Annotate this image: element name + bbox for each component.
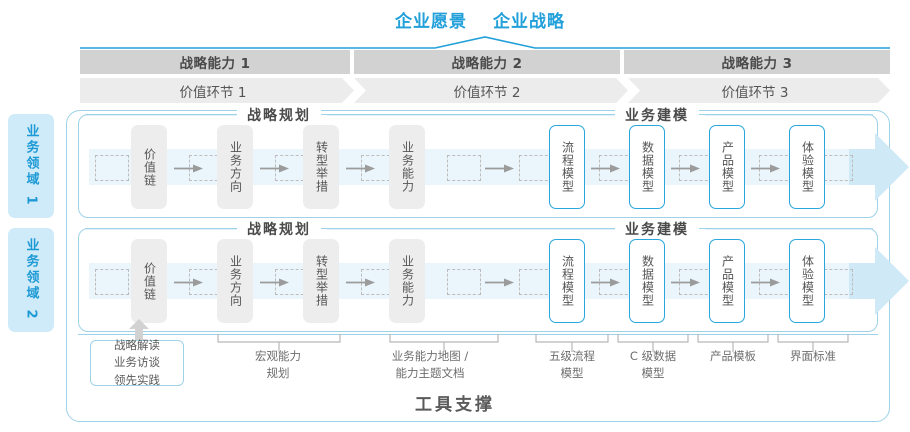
tool-label-3: 五级流程 模型 bbox=[549, 349, 595, 380]
flow-arrow-icon-1-1 bbox=[174, 164, 203, 173]
tool-label-5: 产品模板 bbox=[710, 349, 756, 363]
tool-box-line-2: 业务访谈 bbox=[114, 355, 160, 370]
value-chain-cell-1: 价值环节 1 bbox=[80, 78, 354, 103]
tool-label-2: 业务能力地图 / 能力主题文档 bbox=[391, 349, 469, 380]
flow-arrow-icon-1-4 bbox=[485, 164, 514, 173]
flow-box-1-7[interactable]: 产品模型 bbox=[709, 125, 745, 209]
flow-arrow-icon-1-6 bbox=[671, 164, 700, 173]
domain-label-1-text: 业务领域 1 bbox=[23, 124, 39, 208]
domain-label-1: 业务领域 1 bbox=[8, 114, 54, 218]
flow-placeholder-e-1 bbox=[519, 155, 553, 181]
flow-arrow-icon-2-7 bbox=[751, 278, 780, 287]
vision-connector-line bbox=[80, 36, 890, 49]
flow-box-1-2[interactable]: 业务方向 bbox=[217, 125, 253, 209]
flow-box-2-4[interactable]: 业务能力 bbox=[389, 239, 425, 323]
tool-section-divider bbox=[78, 334, 878, 336]
flow-arrow-icon-1-2 bbox=[260, 164, 289, 173]
flow-box-1-3[interactable]: 转型举措 bbox=[303, 125, 339, 209]
section-title-modeling-2: 业务建模 bbox=[615, 219, 699, 239]
flow-placeholder-d-1 bbox=[447, 155, 481, 181]
domain-label-2: 业务领域 2 bbox=[8, 228, 54, 332]
section-rule-mid-1 bbox=[327, 114, 615, 116]
flow-box-2-6[interactable]: 数据模型 bbox=[629, 239, 665, 323]
flow-arrow-icon-2-6 bbox=[671, 278, 700, 287]
flow-strip-2: 价值链 业务方向 转型举措 业务能力 流程模型 数据模型 产品模型 体验模型 bbox=[79, 239, 909, 323]
value-chain-label-2: 价值环节 2 bbox=[453, 84, 521, 101]
vision-title-2: 企业战略 bbox=[493, 11, 565, 32]
section-rule-mid-2 bbox=[327, 228, 615, 230]
tool-box-line-3: 领先实践 bbox=[114, 372, 160, 387]
tool-box-strategy[interactable]: 战略解读 业务访谈 领先实践 bbox=[90, 338, 184, 387]
section-rule-right-1 bbox=[705, 114, 873, 116]
section-rule-right-2 bbox=[705, 228, 873, 230]
section-rule-left-1 bbox=[85, 114, 237, 116]
capability-cell-3: 战略能力 3 bbox=[624, 50, 890, 74]
flow-box-2-3[interactable]: 转型举措 bbox=[303, 239, 339, 323]
domain-label-2-text: 业务领域 2 bbox=[23, 238, 39, 322]
section-title-strategy-1: 战略规划 bbox=[237, 105, 321, 125]
flow-box-2-1[interactable]: 价值链 bbox=[131, 239, 167, 323]
vision-titles: 企业愿景 企业战略 bbox=[330, 5, 630, 33]
flow-box-1-1[interactable]: 价值链 bbox=[131, 125, 167, 209]
domain-band-2: 战略规划 业务建模 价值链 业务方向 转型举措 业务能力 流程模型 数据模型 产… bbox=[78, 219, 909, 332]
flow-strip-1: 价值链 业务方向 转型举措 业务能力 流程模型 数据模型 产品模型 体验模型 bbox=[79, 125, 909, 209]
tool-box-line-1: 战略解读 bbox=[114, 338, 160, 353]
capability-cell-2: 战略能力 2 bbox=[354, 50, 620, 74]
section-title-modeling-1: 业务建模 bbox=[615, 105, 699, 125]
section-title-strategy-2: 战略规划 bbox=[237, 219, 321, 239]
value-chain-cell-2: 价值环节 2 bbox=[354, 78, 628, 103]
tool-label-4: C 级数据 模型 bbox=[629, 349, 677, 380]
flow-placeholder-e-2 bbox=[519, 269, 553, 295]
flow-arrow-icon-1-5 bbox=[591, 164, 620, 173]
flow-arrow-icon-1-3 bbox=[346, 164, 375, 173]
flow-box-1-8[interactable]: 体验模型 bbox=[789, 125, 825, 209]
tool-label-6: 界面标准 bbox=[790, 349, 836, 363]
value-chain-row: 价值环节 1 价值环节 2 价值环节 3 bbox=[80, 78, 890, 103]
flow-box-1-6[interactable]: 数据模型 bbox=[629, 125, 665, 209]
capability-header-row: 战略能力 1 战略能力 2 战略能力 3 bbox=[80, 50, 890, 74]
flow-box-2-2[interactable]: 业务方向 bbox=[217, 239, 253, 323]
domain-band-1: 战略规划 业务建模 价值链 业务方向 转型举措 业务能力 流程模型 数据模型 产… bbox=[78, 105, 909, 218]
value-chain-label-3: 价值环节 3 bbox=[721, 84, 789, 101]
flow-placeholder-d-2 bbox=[447, 269, 481, 295]
value-chain-cell-3: 价值环节 3 bbox=[628, 78, 890, 103]
value-chain-label-1: 价值环节 1 bbox=[179, 84, 247, 101]
flow-box-1-5[interactable]: 流程模型 bbox=[549, 125, 585, 209]
tool-bracket-connectors bbox=[217, 334, 849, 352]
flow-strip-arrow-2 bbox=[849, 247, 909, 315]
flow-placeholder-start-2 bbox=[95, 269, 129, 295]
tool-up-arrow-icon bbox=[129, 319, 149, 340]
footer-tool-support: 工具支撑 bbox=[415, 395, 495, 415]
flow-arrow-icon-2-1 bbox=[174, 278, 203, 287]
flow-box-1-4[interactable]: 业务能力 bbox=[389, 125, 425, 209]
flow-strip-arrow-1 bbox=[849, 133, 909, 201]
flow-arrow-icon-2-4 bbox=[485, 278, 514, 287]
flow-arrow-icon-2-5 bbox=[591, 278, 620, 287]
section-rule-left-2 bbox=[85, 228, 237, 230]
flow-arrow-icon-1-7 bbox=[751, 164, 780, 173]
flow-box-2-8[interactable]: 体验模型 bbox=[789, 239, 825, 323]
flow-box-2-7[interactable]: 产品模型 bbox=[709, 239, 745, 323]
flow-box-2-5[interactable]: 流程模型 bbox=[549, 239, 585, 323]
vision-title-1: 企业愿景 bbox=[395, 11, 467, 32]
capability-cell-1: 战略能力 1 bbox=[80, 50, 350, 74]
tool-label-1: 宏观能力 规划 bbox=[255, 349, 301, 380]
flow-arrow-icon-2-3 bbox=[346, 278, 375, 287]
flow-placeholder-start-1 bbox=[95, 155, 129, 181]
flow-arrow-icon-2-2 bbox=[260, 278, 289, 287]
